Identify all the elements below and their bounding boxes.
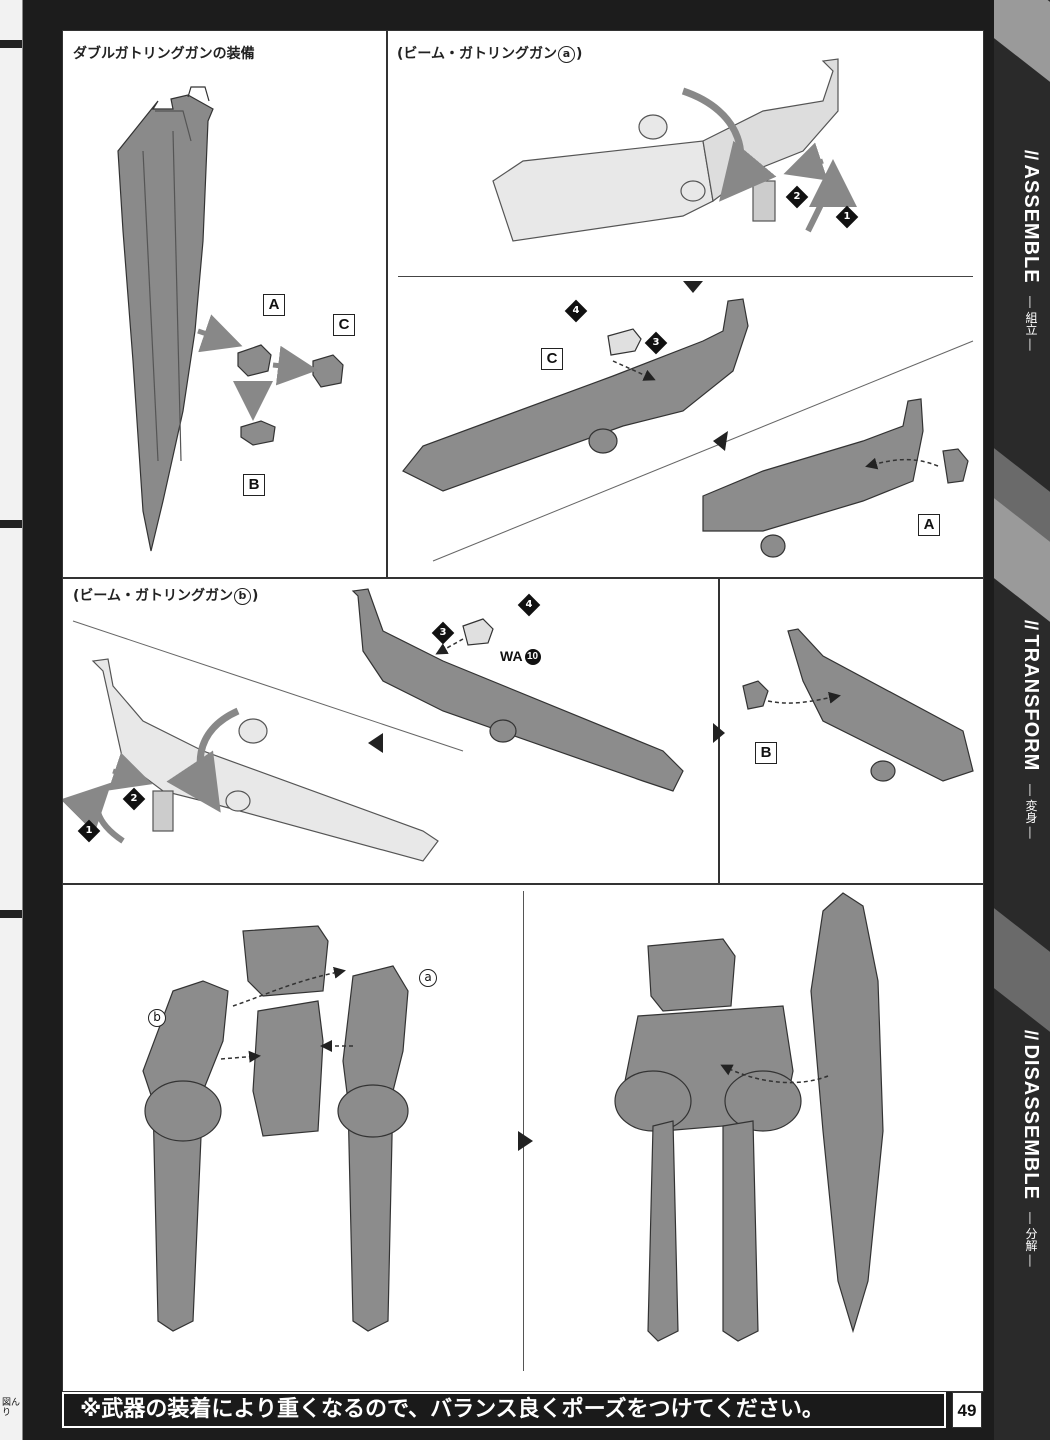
part-label-a-2: A (918, 514, 940, 536)
backpack-assembled (614, 938, 802, 1342)
part-label-b-2: B (755, 742, 777, 764)
gatling-a-assembled (402, 298, 969, 558)
backpack-exploded (142, 925, 409, 1332)
footer-note: ※武器の装着により重くなるので、バランス良くポーズをつけてください。 (62, 1392, 946, 1428)
step-2-marker-b: 2 (122, 787, 146, 811)
gatling-b-assembled (351, 588, 684, 792)
sidebar-assemble: // ASSEMBLE — 組立 — (1020, 150, 1042, 351)
part-label-c-2: C (541, 348, 563, 370)
gatling-b-closeup (742, 628, 974, 782)
shield-side (810, 892, 884, 1334)
left-page-edge: 図ん り (0, 0, 23, 1440)
page-number: 49 (952, 1392, 982, 1428)
parts-panel1 (237, 344, 344, 446)
equip-title: ダブルガトリングガンの装備 (73, 46, 255, 62)
step-3-marker-b: 3 (431, 621, 455, 645)
part-label-a: A (263, 294, 285, 316)
step-4-marker-b: 4 (517, 593, 541, 617)
shield-illustration (117, 86, 214, 552)
mark-b-label: b (148, 1009, 166, 1027)
step-1-marker-b: 1 (77, 819, 101, 843)
gatling-a-rotate (492, 58, 839, 242)
part-label-c: C (333, 314, 355, 336)
right-sidebar: // ASSEMBLE — 組立 — // TRANSFORM — 変身 — /… (994, 0, 1050, 1440)
illustration-layer (63, 58, 974, 1342)
left-edge-note: 図ん り (2, 1398, 21, 1418)
step-4-marker: 4 (564, 299, 588, 323)
gatling-b-rotate (91, 658, 439, 862)
sidebar-transform: // TRANSFORM — 変身 — (1020, 620, 1042, 839)
step-1-marker: 1 (835, 205, 859, 229)
mark-a-label: a (419, 969, 437, 987)
step-3-marker: 3 (644, 331, 668, 355)
sidebar-disassemble: // DISASSEMBLE — 分解 — (1020, 1030, 1042, 1268)
step-2-marker: 2 (785, 185, 809, 209)
part-label-b: B (243, 474, 265, 496)
